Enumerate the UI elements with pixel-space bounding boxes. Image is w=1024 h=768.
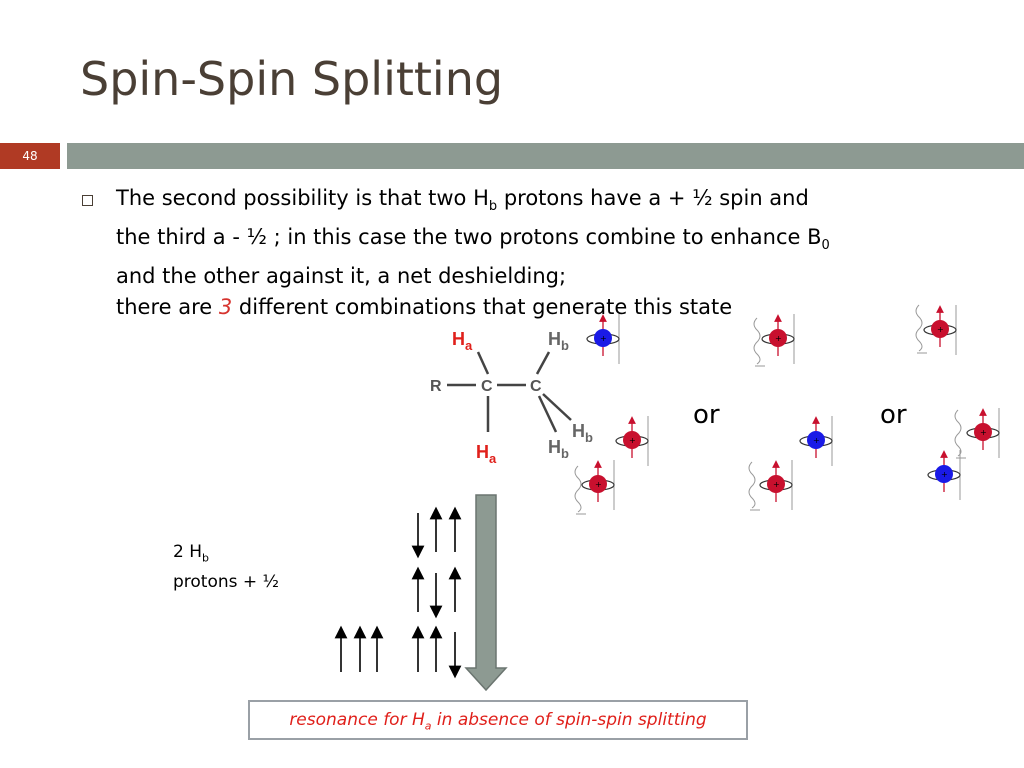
- proton-red-icon: +: [761, 314, 795, 364]
- or-label-1: or: [693, 400, 720, 430]
- slide-number: 48: [0, 143, 60, 169]
- body-line-1: The second possibility is that two Hb pr…: [116, 186, 809, 215]
- svg-text:+: +: [937, 325, 944, 334]
- spin-state-arrows: [334, 506, 462, 679]
- header-rule: [67, 143, 1024, 169]
- svg-text:+: +: [980, 428, 987, 437]
- hb-top-label: Hb: [548, 329, 569, 353]
- proton-red-icon: +: [966, 408, 1000, 458]
- proton-red-icon: +: [923, 305, 957, 355]
- svg-text:+: +: [629, 436, 636, 445]
- field-wave-icon: [954, 409, 966, 459]
- proton-red-icon: +: [615, 416, 649, 466]
- field-wave-icon: [753, 317, 765, 367]
- proton-red-icon: +: [759, 460, 793, 510]
- proton-blue-icon: +: [799, 416, 833, 466]
- page-title: Spin-Spin Splitting: [80, 52, 504, 106]
- proton-spin-icons: + + + + + + + + +: [574, 304, 1000, 515]
- svg-text:+: +: [600, 334, 607, 343]
- field-wave-icon: [748, 461, 760, 511]
- proton-red-icon: +: [581, 460, 615, 510]
- field-wave-icon: [574, 465, 586, 515]
- proton-blue-icon: +: [927, 450, 961, 500]
- body-line-4: there are 3 different combinations that …: [116, 295, 733, 320]
- ha-top-label: Ha: [452, 329, 473, 353]
- proton-blue-icon: +: [586, 314, 620, 364]
- svg-text:+: +: [941, 470, 948, 479]
- svg-text:+: +: [595, 480, 602, 489]
- carbon-1-label: C: [481, 378, 493, 395]
- svg-text:+: +: [773, 480, 780, 489]
- hb-mid-label: Hb: [572, 421, 593, 445]
- resonance-label-box: resonance for Ha in absence of spin-spin…: [248, 700, 748, 740]
- resonance-arrow-icon: [464, 494, 508, 692]
- or-label-2: or: [880, 400, 907, 430]
- svg-text:+: +: [813, 436, 820, 445]
- hb-low-label: Hb: [548, 437, 569, 461]
- carbon-2-label: C: [530, 378, 542, 395]
- ha-bottom-label: Ha: [476, 442, 497, 466]
- body-text: The second possibility is that two Hb pr…: [116, 183, 996, 323]
- body-line-2: the third a - ½ ; in this case the two p…: [116, 225, 830, 254]
- body-line-3: and the other against it, a net deshield…: [116, 264, 567, 289]
- bullet-square-icon: [82, 195, 93, 206]
- svg-text:+: +: [775, 334, 782, 343]
- molecule-structure: Ha Hb R C C Hb Hb Ha: [430, 329, 593, 466]
- field-wave-icon: [915, 304, 927, 354]
- two-hb-label: 2 Hb protons + ½: [173, 542, 280, 593]
- r-label: R: [430, 378, 442, 395]
